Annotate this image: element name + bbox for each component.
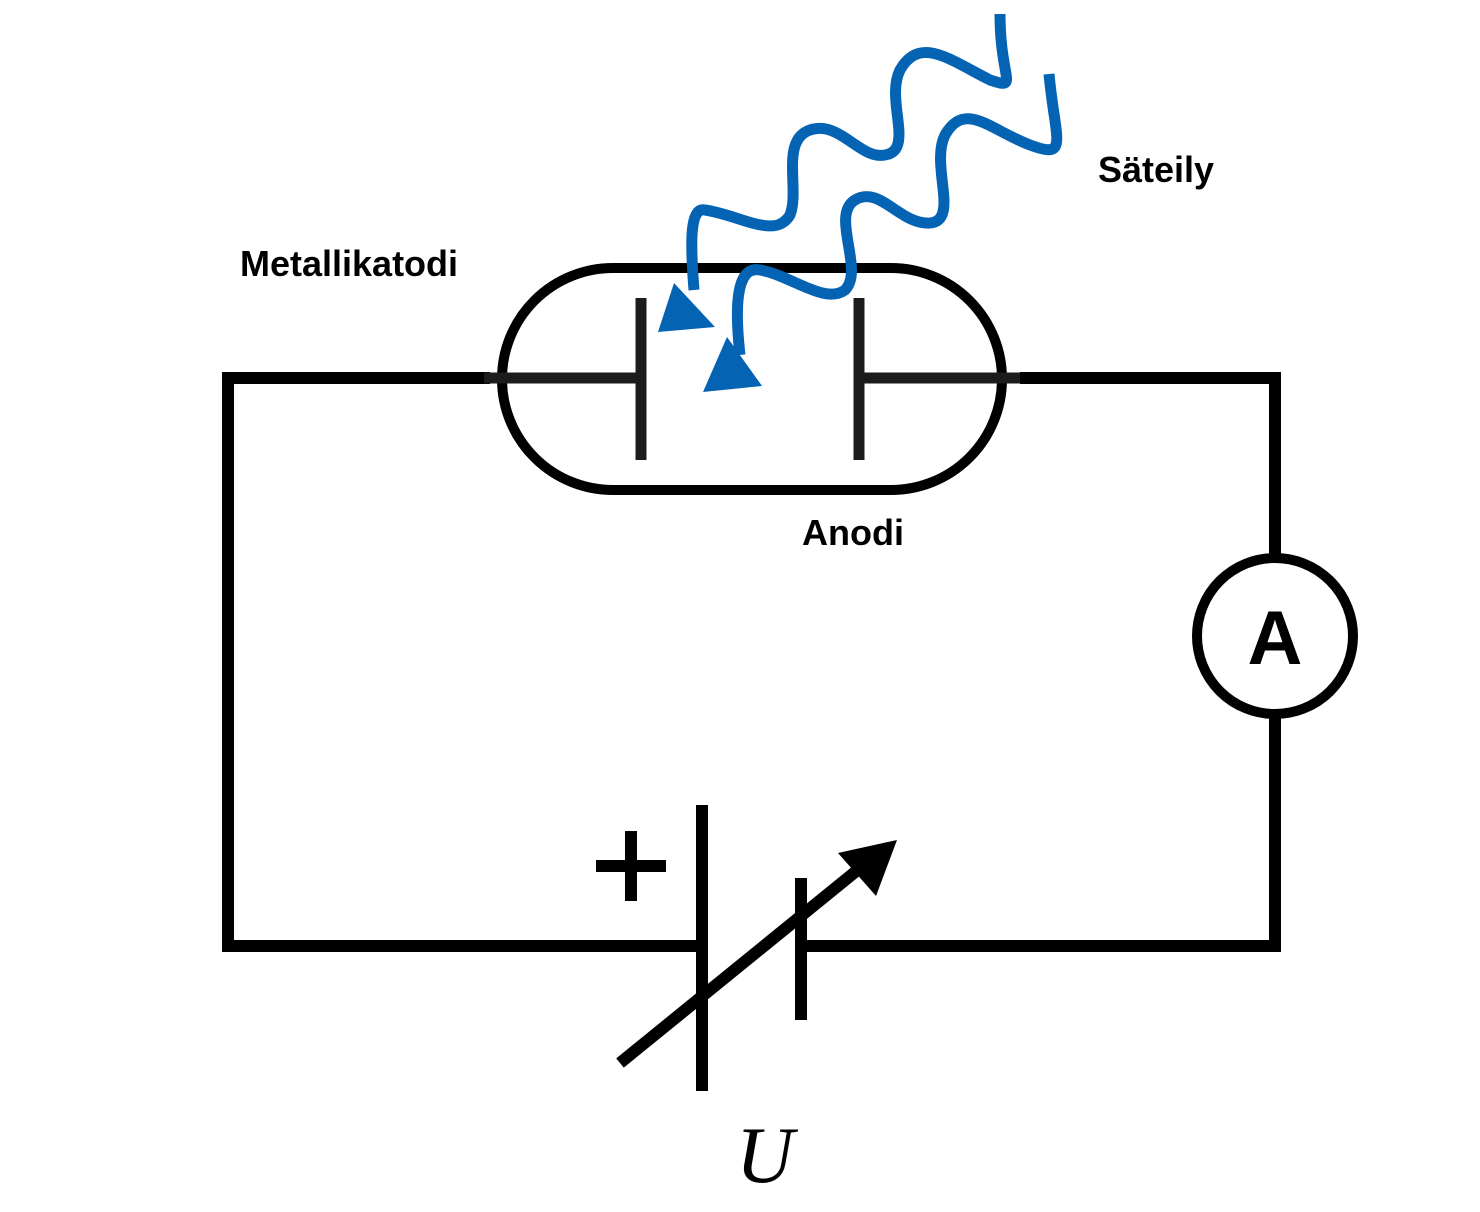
variable-arrow-head (838, 840, 897, 896)
radiation-wave-1 (686, 13, 1012, 291)
anode-label: Anodi (802, 512, 904, 553)
top-right-wire (1020, 372, 1281, 556)
radiation-wave-2 (731, 73, 1063, 356)
ammeter: A (1192, 553, 1358, 719)
cathode-label: Metallikatodi (240, 243, 458, 284)
variable-voltage-source (596, 805, 897, 1091)
left-wire (222, 372, 698, 952)
ammeter-circle (1192, 553, 1358, 719)
radiation-arrow-head-2 (703, 337, 762, 392)
right-wire (800, 717, 1281, 952)
voltage-label: U (736, 1112, 799, 1200)
radiation-label: Säteily (1098, 149, 1214, 190)
radiation-arrow-head-1 (658, 283, 715, 332)
ammeter-label: A (1248, 596, 1303, 681)
plus-sign (596, 831, 666, 901)
variable-arrow-shaft (616, 863, 864, 1068)
circuit-wires (222, 372, 1281, 952)
radiation (658, 13, 1063, 392)
